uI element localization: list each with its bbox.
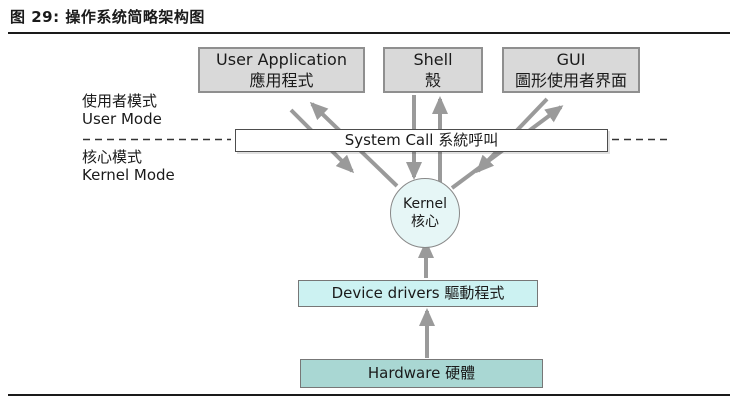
node-kernel: Kernel 核心 — [390, 178, 460, 248]
device-drivers-label: Device drivers 驅動程式 — [331, 284, 505, 302]
gui-label-zh: 圖形使用者界面 — [514, 71, 627, 90]
top-rule — [8, 32, 730, 34]
user-application-label-en: User Application — [216, 50, 347, 69]
node-gui: GUI 圖形使用者界面 — [502, 47, 640, 93]
bottom-rule — [8, 394, 730, 396]
hardware-label: Hardware 硬體 — [367, 364, 476, 382]
node-user-application: User Application 應用程式 — [198, 47, 365, 93]
node-device-drivers: Device drivers 驅動程式 — [298, 280, 538, 307]
system-call-label: System Call 系統呼叫 — [344, 131, 499, 149]
kernel-label-zh: 核心 — [411, 214, 439, 230]
shell-label-en: Shell — [413, 50, 453, 69]
node-system-call: System Call 系統呼叫 — [235, 129, 608, 152]
user-mode-label-en: User Mode — [82, 110, 162, 128]
gui-label-en: GUI — [556, 50, 586, 69]
kernel-label-en: Kernel — [403, 196, 447, 212]
node-shell: Shell 殼 — [383, 47, 483, 93]
node-hardware: Hardware 硬體 — [300, 359, 543, 388]
user-mode-label-zh: 使用者模式 — [82, 92, 158, 110]
user-mode-label: 使用者模式 User Mode — [82, 92, 162, 128]
user-application-label-zh: 應用程式 — [249, 71, 314, 90]
shell-label-zh: 殼 — [424, 71, 441, 90]
kernel-mode-label: 核心模式 Kernel Mode — [82, 148, 175, 184]
figure-caption: 图 29: 操作系统简略架构图 — [10, 8, 205, 26]
kernel-mode-label-en: Kernel Mode — [82, 166, 175, 184]
kernel-mode-label-zh: 核心模式 — [82, 148, 143, 166]
